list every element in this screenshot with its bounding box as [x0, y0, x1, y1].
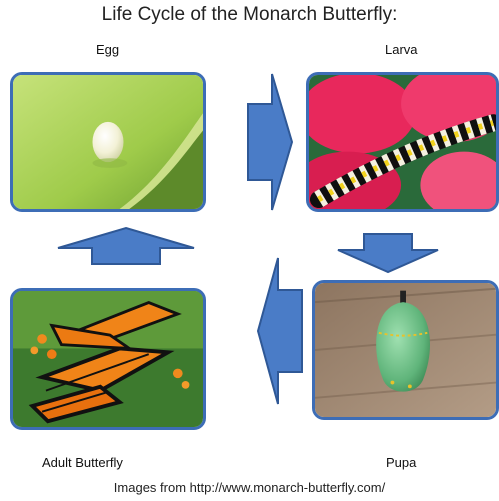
arrow-larva-to-pupa-icon	[336, 232, 440, 274]
image-credit: Images from http://www.monarch-butterfly…	[0, 480, 499, 495]
stage-label-larva: Larva	[385, 42, 418, 57]
larva-image	[306, 72, 499, 212]
stage-label-adult: Adult Butterfly	[42, 455, 123, 470]
arrow-adult-to-egg-icon	[56, 226, 196, 266]
egg-image	[10, 72, 206, 212]
pupa-image	[312, 280, 499, 420]
diagram-title: Life Cycle of the Monarch Butterfly:	[0, 4, 499, 26]
arrow-pupa-to-adult-icon	[256, 256, 304, 406]
stage-label-pupa: Pupa	[386, 455, 416, 470]
adult-butterfly-image	[10, 288, 206, 430]
stage-label-egg: Egg	[96, 42, 119, 57]
arrow-egg-to-larva-icon	[246, 72, 294, 212]
